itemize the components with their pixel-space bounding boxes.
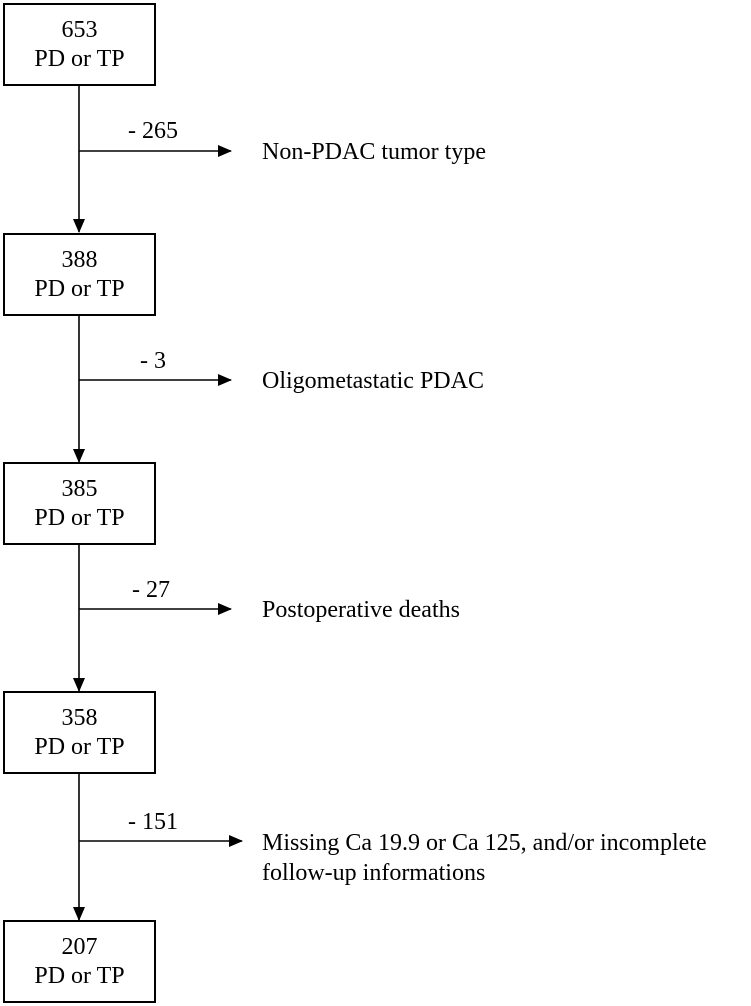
cohort-count-3: 385 [61,475,98,502]
cohort-label-5: PD or TP [34,962,125,989]
exclusion-count-3: - 27 [132,577,170,603]
cohort-label-2: PD or TP [34,275,125,302]
cohort-count-2: 388 [61,246,98,273]
cohort-box-4: 358 PD or TP [3,691,156,774]
cohort-box-3: 385 PD or TP [3,462,156,545]
cohort-label-1: PD or TP [34,45,125,72]
exclusion-count-1: - 265 [128,118,178,144]
exclusion-reason-4-line-1: Missing Ca 19.9 or Ca 125, and/or incomp… [262,830,707,856]
cohort-label-4: PD or TP [34,733,125,760]
exclusion-count-2: - 3 [140,348,166,374]
exclusion-reason-1: Non-PDAC tumor type [262,139,486,165]
exclusion-reason-4-line-2: follow-up informations [262,860,486,886]
cohort-box-2: 388 PD or TP [3,233,156,316]
cohort-count-5: 207 [61,933,98,960]
cohort-count-1: 653 [61,16,98,43]
exclusion-count-4: - 151 [128,809,178,835]
exclusion-reason-3: Postoperative deaths [262,597,460,623]
exclusion-reason-2: Oligometastatic PDAC [262,368,484,394]
cohort-label-3: PD or TP [34,504,125,531]
cohort-count-4: 358 [61,704,98,731]
cohort-box-5: 207 PD or TP [3,920,156,1003]
cohort-box-1: 653 PD or TP [3,3,156,86]
